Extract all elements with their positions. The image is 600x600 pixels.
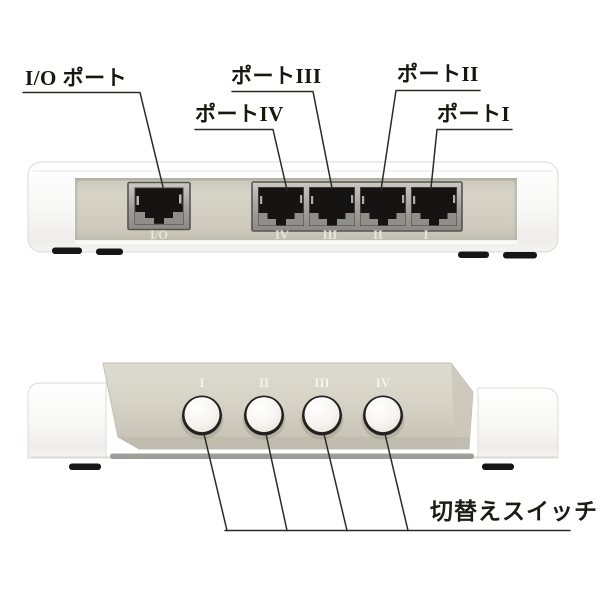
leader-switch-3 [323,433,348,532]
button-marking-3: III [314,375,330,390]
panel-marking-4: IV [275,228,289,242]
panel-marking-io: I/O [149,228,169,242]
switch-button-4 [361,395,405,440]
port-1 [411,187,457,226]
leader-port-4 [194,128,288,191]
button-marking-2: II [258,375,270,390]
port-4 [258,187,304,226]
leader-port-1 [430,128,513,189]
callout-label-switch: 切替えスイッチ [430,498,598,524]
switch-button-3 [300,395,344,440]
leader-switch-1 [203,433,228,532]
callout-label-port-2: ポートII [397,62,479,86]
panel-marking-2: II [373,228,383,242]
leader-switch-4 [384,433,409,532]
button-marking-1: I [199,375,205,390]
button-marking-4: IV [375,375,391,390]
io-port [127,181,191,231]
front-left-cap [27,382,107,459]
leader-port-2 [380,89,481,191]
callout-label-port-1: ポートI [437,102,511,126]
callout-label-port-4: ポートIV [195,102,284,126]
leader-switch-2 [265,433,288,532]
front-panel [102,362,474,450]
panel-marking-3: III [322,228,338,242]
front-right-cap [477,387,559,459]
leader-port-3 [231,90,333,189]
rear-device [27,161,559,259]
callout-label-io-port: I/O ポート [25,66,128,90]
port-3 [309,187,355,226]
port-2 [360,187,406,226]
callout-label-port-3: ポートIII [231,64,322,88]
front-device-feet [69,463,514,470]
port-group [251,181,463,232]
front-device [27,362,559,470]
leader-io-port [22,91,164,188]
switch-button-1 [180,395,224,440]
switch-buttons [180,395,405,440]
rear-device-feet [52,247,537,259]
switch-button-2 [242,395,286,440]
callout-leader-lines [22,89,571,532]
panel-marking-1: I [423,228,429,242]
